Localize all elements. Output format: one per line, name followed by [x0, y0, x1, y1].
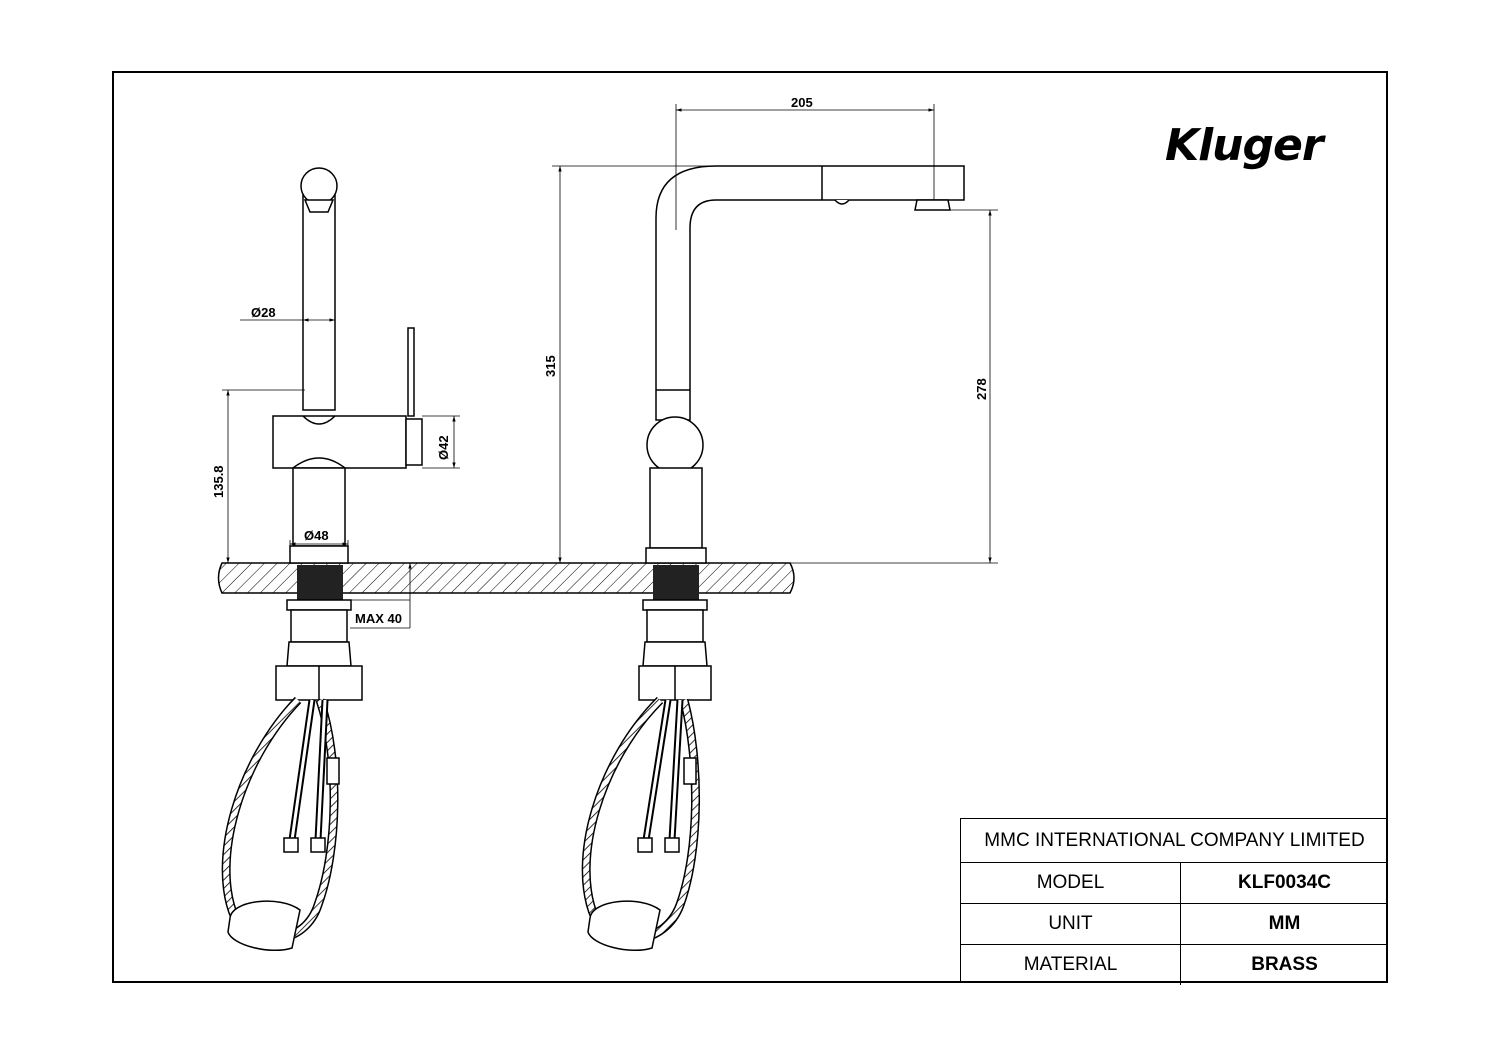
- title-row-unit: UNIT MM: [961, 904, 1388, 945]
- model-label: MODEL: [961, 863, 1181, 903]
- faucet-front-view: [638, 165, 965, 701]
- faucet-side-view: [272, 167, 423, 701]
- dimension-lines: [222, 104, 998, 629]
- dim-body-diameter: Ø42: [436, 435, 451, 460]
- dim-pipe-diameter: Ø28: [251, 305, 276, 320]
- unit-label: UNIT: [961, 904, 1181, 944]
- logo: Kluger: [1165, 120, 1326, 171]
- dim-spout-reach: 205: [791, 95, 813, 110]
- dim-spout-height: 278: [974, 378, 989, 400]
- dim-base-diameter: Ø48: [304, 528, 329, 543]
- hose-loop-left: [221, 696, 340, 952]
- dimension-labels: Ø28 Ø42 135.8 Ø48 MAX 40 315 205 278: [211, 95, 989, 626]
- dim-total-height: 315: [543, 355, 558, 377]
- hose-loop-right: [581, 696, 701, 952]
- unit-value: MM: [1268, 913, 1301, 934]
- countertop: [217, 562, 795, 600]
- dim-body-height: 135.8: [211, 465, 226, 498]
- title-block: MMC INTERNATIONAL COMPANY LIMITED MODEL …: [960, 818, 1388, 985]
- company-name: MMC INTERNATIONAL COMPANY LIMITED: [961, 819, 1388, 863]
- model-value: KLF0034C: [1238, 872, 1331, 893]
- material-label: MATERIAL: [961, 945, 1181, 985]
- title-row-material: MATERIAL BRASS: [961, 945, 1388, 985]
- dim-max-thickness: MAX 40: [355, 611, 402, 626]
- title-row-model: MODEL KLF0034C: [961, 863, 1388, 904]
- material-value: BRASS: [1251, 954, 1318, 975]
- drawing-frame: [112, 71, 1388, 983]
